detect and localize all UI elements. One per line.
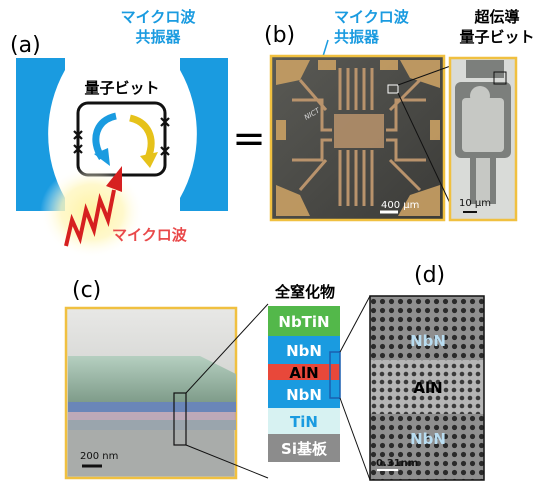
current-arrow-yellow-icon bbox=[128, 114, 155, 160]
panel-a-label: (a) bbox=[10, 33, 41, 58]
microwave-wave-icon bbox=[64, 189, 116, 247]
stack-layer-label-6: Si基板 bbox=[281, 440, 328, 458]
stack-layer-1 bbox=[268, 306, 340, 336]
sem-zoom-box bbox=[173, 392, 187, 446]
zoom-line-top bbox=[397, 63, 457, 86]
tem-image: NbN AlN NbN 0.31nm bbox=[369, 295, 485, 481]
layer-stack: NbTiN NbN AlN NbN TiN Si基板 bbox=[268, 306, 340, 462]
resonator-left-electrode bbox=[16, 58, 65, 211]
stack-zoom-box bbox=[329, 351, 341, 399]
tem-middle-layer-label: AlN bbox=[413, 379, 442, 397]
stack-layer-label-5: TiN bbox=[290, 413, 318, 431]
panel-c-label: (c) bbox=[72, 278, 101, 303]
stack-layer-label-1: NbTiN bbox=[278, 313, 329, 331]
sc-qubit-label-line1: 超伝導 bbox=[473, 8, 519, 26]
resonator-label-line1: マイクロ波 bbox=[121, 8, 197, 26]
current-arrow-yellow-head-icon bbox=[140, 152, 158, 168]
panel-d: (d) NbN AlN NbN 0.31nm bbox=[329, 263, 485, 481]
panel-a: (a) マイクロ波 共振器 量子ビット マイクロ波 = bbox=[10, 8, 266, 258]
d-zoom-line-bottom bbox=[339, 397, 371, 481]
chip-scale-label: 400 μm bbox=[381, 200, 419, 211]
stack-layer-3 bbox=[268, 364, 340, 380]
zoom-line-bottom bbox=[397, 92, 457, 217]
sc-qubit-label-line2: 量子ビット bbox=[459, 28, 534, 46]
c-zoom-line-top bbox=[185, 303, 269, 394]
stack-layer-6 bbox=[268, 434, 340, 462]
inset-scale-label: 10 μm bbox=[459, 198, 491, 209]
panel-d-label: (d) bbox=[414, 263, 445, 288]
chip-photo: NICT 400 μm bbox=[269, 54, 446, 222]
sem-scale-label: 200 nm bbox=[80, 451, 118, 462]
stack-layer-2 bbox=[268, 336, 340, 364]
junction-icons bbox=[73, 117, 170, 156]
qubit-label: 量子ビット bbox=[84, 79, 159, 97]
panel-b: (b) マイクロ波 共振器 超伝導 量子ビット bbox=[264, 8, 535, 222]
current-arrow-blue-head-icon bbox=[94, 148, 110, 166]
stack-title: 全窒化物 bbox=[274, 283, 335, 301]
stack-layer-5 bbox=[268, 408, 340, 434]
equals-sign: = bbox=[232, 116, 266, 162]
stack-layer-4 bbox=[268, 380, 340, 408]
stack-layer-label-2: NbN bbox=[286, 342, 322, 360]
c-zoom-line-bottom bbox=[185, 444, 269, 479]
chip-resonator-label-line2: 共振器 bbox=[334, 28, 380, 46]
microwave-label: マイクロ波 bbox=[112, 226, 188, 244]
resonator-right-electrode bbox=[180, 58, 228, 211]
tem-scale-label: 0.31nm bbox=[376, 458, 418, 469]
stack-layer-label-3: AlN bbox=[289, 364, 318, 382]
resonator-label-line2: 共振器 bbox=[135, 28, 181, 46]
microwave-glow bbox=[40, 166, 144, 258]
panel-c: (c) 200 nm 全窒化物 NbTiN NbN AlN NbN TiN Si基板 bbox=[64, 278, 340, 480]
d-zoom-line-top bbox=[339, 295, 371, 353]
chip-resonator-label-line1: マイクロ波 bbox=[334, 8, 410, 26]
sem-image: 200 nm bbox=[64, 306, 238, 480]
microwave-arrow-head-icon bbox=[106, 166, 122, 192]
tem-top-layer-label: NbN bbox=[410, 332, 446, 350]
tem-bottom-layer-label: NbN bbox=[410, 430, 446, 448]
panel-b-label: (b) bbox=[264, 23, 295, 48]
qubit-inset-photo: 10 μm bbox=[448, 56, 518, 222]
stack-layer-label-4: NbN bbox=[286, 386, 322, 404]
